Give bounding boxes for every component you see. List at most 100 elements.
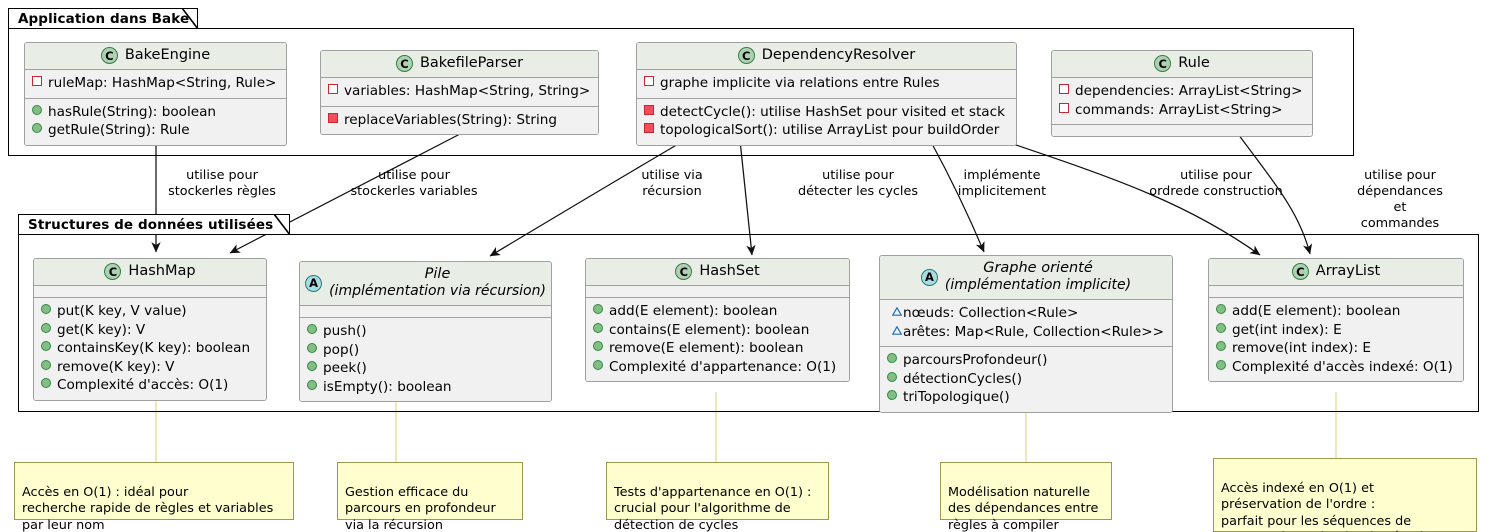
method-row: remove(int index): E [1216, 339, 1456, 358]
method-label: add(E element): boolean [1232, 303, 1401, 319]
abstract-class-icon: A [305, 274, 323, 292]
class-header-bakefileparser: C BakefileParser [321, 51, 598, 78]
class-fields-rule: dependencies: ArrayList<String> commands… [1052, 78, 1312, 125]
method-label: put(K key, V value) [57, 303, 187, 319]
class-methods-dependencyresolver: detectCycle(): utilise HashSet pour visi… [637, 98, 1016, 145]
class-box-graphe[interactable]: A Graphe orienté (implémentation implici… [879, 255, 1173, 413]
method-label: parcoursProfondeur() [903, 352, 1048, 368]
class-box-dependencyresolver[interactable]: C DependencyResolver graphe implicite vi… [636, 42, 1017, 146]
note-text: Gestion efficace du parcours en profonde… [345, 484, 496, 532]
class-header-arraylist: C ArrayList [1209, 259, 1463, 286]
note-fold-corner [510, 462, 523, 475]
field-label: ruleMap: HashMap<String, Rule> [48, 75, 277, 91]
public-method-icon [32, 104, 42, 115]
package-tab-ds: Structures de données utilisées [18, 214, 290, 235]
package-title-app: Application dans Bake [18, 11, 190, 27]
class-subtitle-graphe: (implémentation implicite) [944, 277, 1132, 293]
method-label: add(E element): boolean [609, 303, 778, 319]
class-methods-graphe: parcoursProfondeur() détectionCycles() t… [880, 347, 1172, 412]
method-label: remove(int index): E [1232, 340, 1371, 356]
public-method-icon [307, 361, 317, 371]
method-row: hasRule(String): boolean [32, 103, 279, 122]
note-arraylist: Accès indexé en O(1) et préservation de … [1213, 458, 1477, 532]
method-row: topologicalSort(): utilise ArrayList pou… [644, 121, 1009, 140]
class-box-bakeengine[interactable]: C BakeEngine ruleMap: HashMap<String, Ru… [24, 42, 287, 146]
class-icon: C [104, 263, 122, 280]
edge-label-bakefileparser-hashmap: utilise pour stockerles variables [350, 168, 478, 199]
class-fields-arraylist [1209, 286, 1463, 298]
edge-label-bakeengine-hashmap: utilise pour stockerles règles [168, 168, 276, 199]
abstract-class-icon: A [920, 268, 938, 286]
method-row: push() [307, 322, 544, 341]
field-row: dependencies: ArrayList<String> [1059, 82, 1305, 101]
method-label: triTopologique() [903, 389, 1010, 405]
public-method-icon [1216, 341, 1226, 351]
method-label: hasRule(String): boolean [48, 103, 217, 120]
public-method-icon [41, 359, 51, 370]
class-box-rule[interactable]: C Rule dependencies: ArrayList<String> c… [1051, 50, 1313, 137]
note-fold-corner [1099, 462, 1112, 475]
method-label: peek() [323, 360, 367, 376]
field-label: graphe implicite via relations entre Rul… [660, 75, 940, 91]
method-row: get(K key): V [41, 321, 259, 340]
note-fold-corner [816, 462, 829, 475]
class-box-bakefileparser[interactable]: C BakefileParser variables: HashMap<Stri… [320, 50, 599, 135]
field-row: commands: ArrayList<String> [1059, 101, 1305, 120]
edge-label-dependencyresolver-graphe: implémente implicitement [957, 168, 1047, 199]
class-title-pile: Pile [424, 266, 451, 282]
package-field-icon [887, 307, 902, 316]
method-label: topologicalSort(): utilise ArrayList pou… [660, 122, 1000, 138]
method-label: detectCycle(): utilise HashSet pour visi… [660, 103, 1005, 120]
class-icon: C [737, 47, 755, 64]
edge-label-dependencyresolver-hashset: utilise pour détecter les cycles [797, 168, 919, 199]
class-methods-rule [1052, 125, 1312, 136]
field-label: dependencies: ArrayList<String> [1075, 83, 1303, 99]
class-box-arraylist[interactable]: C ArrayList add(E element): boolean get(… [1208, 258, 1464, 382]
class-fields-hashmap [34, 286, 266, 298]
class-box-hashset[interactable]: C HashSet add(E element): boolean contai… [585, 258, 850, 382]
class-box-pile[interactable]: A Pile (implémentation via récursion) pu… [299, 261, 552, 402]
class-header-rule: C Rule [1052, 51, 1312, 78]
class-header-graphe: A Graphe orienté (implémentation implici… [880, 256, 1172, 300]
method-row: Complexité d'accès indexé: O(1) [1216, 358, 1456, 377]
field-label: nœuds: Collection<Rule> [903, 305, 1079, 321]
class-box-hashmap[interactable]: C HashMap put(K key, V value) get(K key)… [33, 258, 267, 401]
method-label: remove(K key): V [57, 358, 175, 375]
method-row: put(K key, V value) [41, 302, 259, 321]
class-subtitle-pile: (implémentation via récursion) [329, 283, 546, 299]
method-row: add(E element): boolean [593, 302, 842, 321]
field-row: nœuds: Collection<Rule> [887, 304, 1165, 323]
method-label: détectionCycles() [903, 370, 1023, 387]
class-fields-pile [300, 306, 551, 318]
public-method-icon [1216, 322, 1226, 333]
method-label: Complexité d'appartenance: O(1) [609, 358, 837, 375]
private-field-icon [328, 84, 338, 94]
note-text: Tests d'appartenance en O(1) : crucial p… [614, 484, 812, 532]
class-title-hashmap: HashMap [128, 263, 196, 279]
public-method-icon [41, 341, 51, 351]
private-method-icon [644, 104, 654, 115]
class-icon: C [1154, 55, 1172, 72]
class-title-arraylist: ArrayList [1315, 263, 1381, 279]
edge-label-dependencyresolver-arraylist: utilise pour ordrede construction [1149, 168, 1283, 199]
class-icon: C [395, 55, 413, 72]
method-row: replaceVariables(String): String [328, 111, 591, 130]
method-row: remove(K key): V [41, 358, 259, 377]
class-fields-bakeengine: ruleMap: HashMap<String, Rule> [25, 70, 286, 99]
class-header-hashset: C HashSet [586, 259, 849, 286]
class-header-bakeengine: C BakeEngine [25, 43, 286, 70]
class-fields-hashset [586, 286, 849, 298]
note-pile: Gestion efficace du parcours en profonde… [337, 462, 523, 532]
public-method-icon [887, 390, 897, 400]
class-methods-bakefileparser: replaceVariables(String): String [321, 106, 598, 134]
class-methods-arraylist: add(E element): boolean get(int index): … [1209, 298, 1463, 381]
public-method-icon [32, 123, 42, 133]
class-header-pile: A Pile (implémentation via récursion) [300, 262, 551, 306]
note-text: Accès indexé en O(1) et préservation de … [1221, 480, 1439, 532]
field-row: variables: HashMap<String, String> [328, 82, 591, 101]
public-method-icon [593, 341, 603, 351]
package-frame-ds [18, 234, 1479, 412]
method-label: remove(E element): boolean [609, 340, 804, 356]
field-label: arêtes: Map<Rule, Collection<Rule>> [903, 323, 1164, 340]
